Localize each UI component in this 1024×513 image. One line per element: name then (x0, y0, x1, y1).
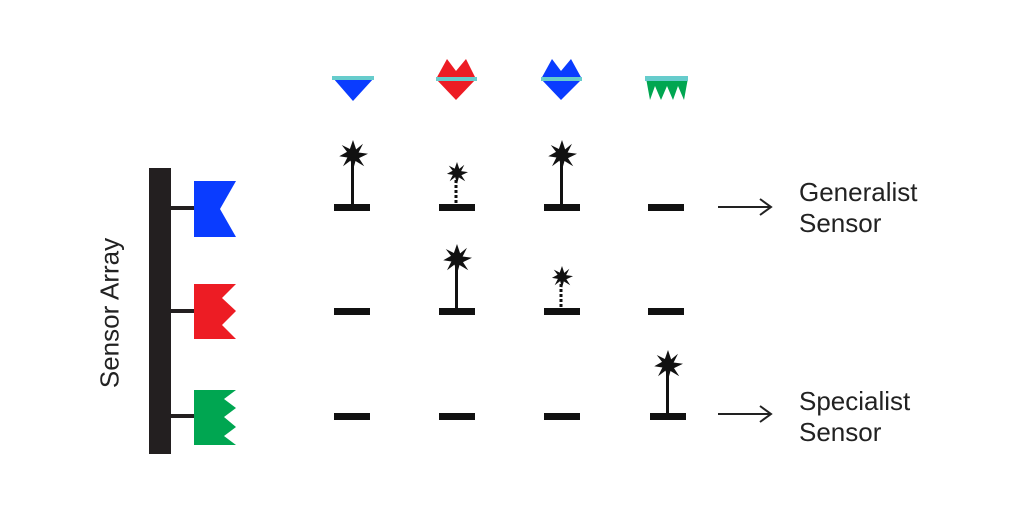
analyte-1-inverted-triangle-icon (332, 76, 374, 101)
response-none (544, 413, 580, 420)
sensor-backbone (149, 168, 171, 454)
generalist-sensor-label: Generalist Sensor (799, 177, 918, 239)
response-weak (439, 162, 475, 211)
specialist-label-line1: Specialist (799, 386, 911, 416)
arrow-right-icon (718, 198, 773, 216)
response-weak (544, 266, 580, 315)
receptor-green (170, 390, 236, 445)
analyte-3-double-peak-icon (541, 59, 582, 100)
response-none (648, 308, 684, 315)
generalist-label-line1: Generalist (799, 177, 918, 207)
response-none (334, 308, 370, 315)
generalist-label-line2: Sensor (799, 208, 882, 238)
receptor-blue (170, 181, 236, 237)
receptor-red (170, 284, 236, 339)
arrow-right-icon (718, 405, 773, 423)
specialist-sensor-label: Specialist Sensor (799, 386, 910, 448)
response-strong (544, 140, 580, 211)
analyte-2-double-peak-icon (436, 59, 477, 100)
response-none (334, 413, 370, 420)
analyte-4-triple-tooth-icon (645, 76, 688, 100)
response-strong (650, 350, 686, 420)
specialist-label-line2: Sensor (799, 417, 882, 447)
response-none (648, 204, 684, 211)
response-none (439, 413, 475, 420)
response-strong (439, 244, 475, 315)
response-strong (334, 140, 370, 211)
